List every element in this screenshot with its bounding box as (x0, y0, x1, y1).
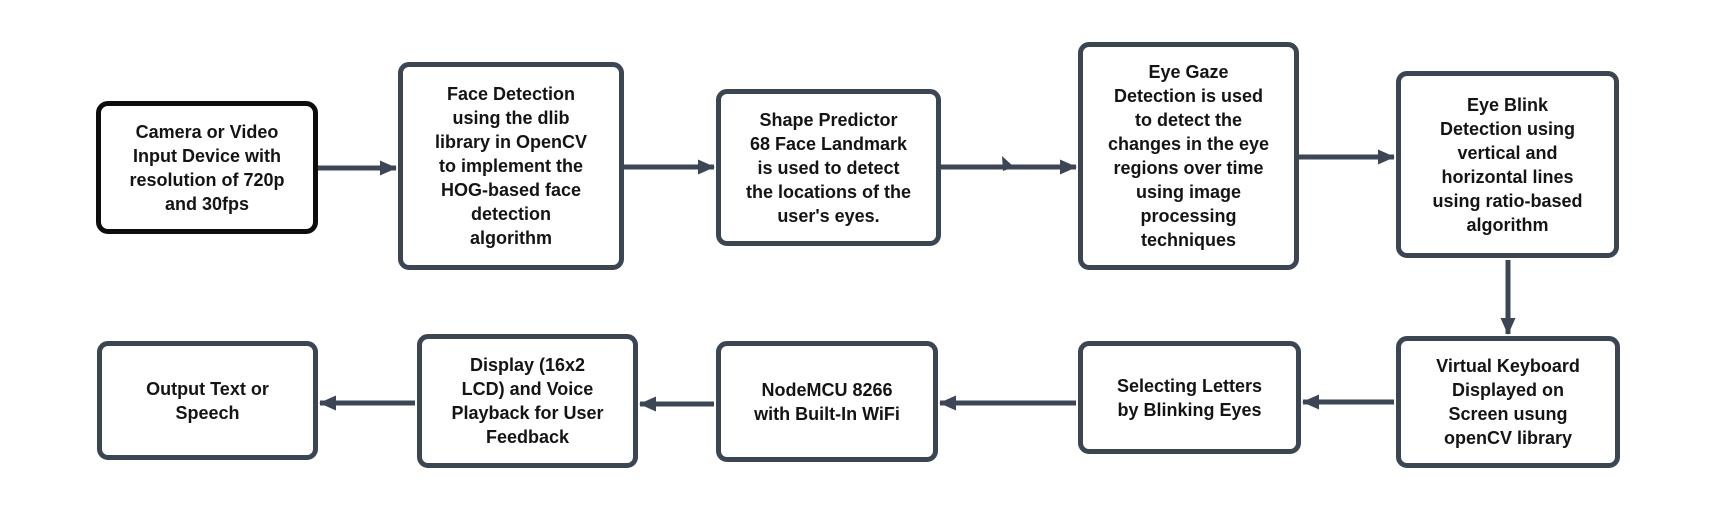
node-camera-input: Camera or Video Input Device with resolu… (96, 101, 318, 234)
node-shape-predictor: Shape Predictor 68 Face Landmark is used… (716, 89, 941, 246)
node-eye-gaze-detection: Eye Gaze Detection is used to detect the… (1078, 42, 1299, 270)
node-eye-blink-detection: Eye Blink Detection using vertical and h… (1396, 71, 1619, 258)
node-output-text-speech-label: Output Text or Speech (146, 378, 269, 423)
node-virtual-keyboard: Virtual Keyboard Displayed on Screen usu… (1396, 336, 1620, 468)
node-nodemcu-label: NodeMCU 8266 with Built-In WiFi (754, 379, 900, 424)
node-shape-predictor-label: Shape Predictor 68 Face Landmark is used… (745, 109, 911, 226)
node-face-detection: Face Detection using the dlib library in… (398, 62, 624, 270)
node-display-voice-feedback: Display (16x2 LCD) and Voice Playback fo… (417, 334, 638, 468)
node-selecting-letters: Selecting Letters by Blinking Eyes (1078, 341, 1301, 454)
node-nodemcu: NodeMCU 8266 with Built-In WiFi (716, 341, 938, 462)
node-output-text-speech: Output Text or Speech (97, 341, 318, 460)
node-face-detection-label: Face Detection using the dlib library in… (434, 84, 588, 248)
node-virtual-keyboard-label: Virtual Keyboard Displayed on Screen usu… (1436, 356, 1580, 448)
mid-arrow-tick (1002, 156, 1014, 171)
node-eye-gaze-detection-label: Eye Gaze Detection is used to detect the… (1107, 62, 1270, 250)
node-selecting-letters-label: Selecting Letters by Blinking Eyes (1116, 375, 1263, 420)
node-display-voice-feedback-label: Display (16x2 LCD) and Voice Playback fo… (451, 355, 604, 447)
node-camera-input-label: Camera or Video Input Device with resolu… (129, 121, 285, 214)
node-eye-blink-detection-label: Eye Blink Detection using vertical and h… (1432, 94, 1583, 235)
